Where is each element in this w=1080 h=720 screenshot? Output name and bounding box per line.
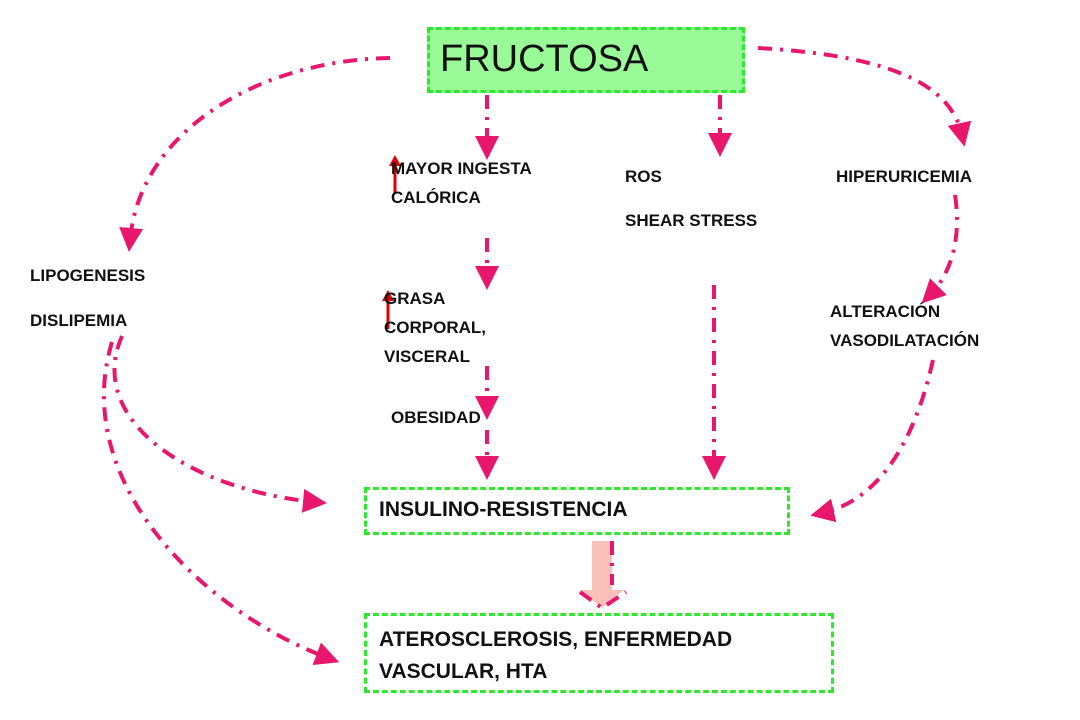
edge-dislipemia-insulino bbox=[112, 335, 327, 513]
mayor-ingesta-line1: MAYOR INGESTA bbox=[391, 159, 532, 178]
edge-alteracion-insulino bbox=[810, 359, 935, 523]
atherosclerosis-line1: ATEROSCLEROSIS, ENFERMEDAD bbox=[379, 628, 733, 651]
grasa-line1: GRASA bbox=[384, 289, 446, 308]
obesidad-label: OBESIDAD bbox=[391, 408, 481, 427]
atherosclerosis-node: ATEROSCLEROSIS, ENFERMEDAD VASCULAR, HTA bbox=[364, 613, 834, 693]
mayor-ingesta-label: MAYOR INGESTA CALÓRICA bbox=[391, 154, 532, 212]
edge-hiperuricemia-alteracion bbox=[921, 194, 959, 304]
insulino-resistencia-node: INSULINO-RESISTENCIA bbox=[364, 487, 790, 535]
alteracion-line2: VASODILATACIÓN bbox=[830, 331, 980, 350]
edge-fructosa-lipogenesis bbox=[119, 56, 391, 252]
insulino-resistencia-label: INSULINO-RESISTENCIA bbox=[379, 498, 628, 521]
alteracion-label: ALTERACIÓN VASODILATACIÓN bbox=[830, 297, 979, 355]
shear-stress-label: SHEAR STRESS bbox=[625, 211, 758, 230]
ros-label: ROS bbox=[625, 167, 662, 186]
alteracion-line1: ALTERACIÓN bbox=[830, 302, 941, 321]
mayor-ingesta-line2: CALÓRICA bbox=[391, 188, 481, 207]
block-arrow-insulino-to-atherosclerosis bbox=[578, 541, 628, 611]
edge-dislipemia-atherosclerosis bbox=[101, 341, 340, 666]
atherosclerosis-label: ATEROSCLEROSIS, ENFERMEDAD VASCULAR, HTA bbox=[379, 624, 819, 688]
edge-fructosa-hiperuricemia bbox=[757, 46, 972, 147]
grasa-line2: CORPORAL, bbox=[384, 318, 486, 337]
dislipemia-label: DISLIPEMIA bbox=[30, 311, 128, 330]
atherosclerosis-line2: VASCULAR, HTA bbox=[379, 660, 548, 683]
increase-arrow-icon bbox=[382, 290, 394, 329]
grasa-label: GRASA CORPORAL, VISCERAL bbox=[384, 284, 486, 371]
increase-arrow-icon bbox=[389, 155, 401, 194]
hiperuricemia-label: HIPERURICEMIA bbox=[836, 167, 973, 186]
lipogenesis-label: LIPOGENESIS bbox=[30, 266, 146, 285]
fructosa-label: FRUCTOSA bbox=[440, 38, 649, 80]
fructosa-node: FRUCTOSA bbox=[427, 27, 745, 93]
grasa-line3: VISCERAL bbox=[384, 347, 470, 366]
